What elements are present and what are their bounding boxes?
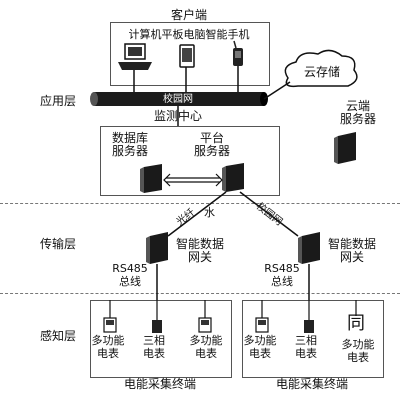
terminal-box-left <box>90 300 232 378</box>
platform-server-icon <box>222 163 244 192</box>
meter-icon <box>304 320 314 333</box>
link-campus <box>239 191 299 237</box>
gateway-icon-left <box>146 232 168 264</box>
bus-label-left: RS485 总线 <box>112 262 148 288</box>
fiber-link-tail-label: 水 <box>204 206 215 219</box>
gateway-label-left: 智能数据 网关 <box>175 237 224 264</box>
monitor-center-label: 监测中心 <box>153 109 202 123</box>
client-devices-label: 计算机平板电脑智能手机 <box>128 28 250 41</box>
double-arrow <box>163 173 223 187</box>
meter-label-left-b: 三相 电表 <box>143 334 165 360</box>
database-server-icon <box>140 164 162 193</box>
client-title: 客户端 <box>170 8 207 22</box>
cloud-server-label: 云端 服务器 <box>339 99 376 126</box>
database-server-label: 数据库 服务器 <box>111 131 148 158</box>
cloud-storage-label: 云存储 <box>303 65 340 79</box>
meter-icon <box>103 317 117 333</box>
layer-divider-2 <box>0 293 400 294</box>
bus-label-right: RS485 总线 <box>264 262 300 288</box>
cloud-server-icon <box>334 132 356 164</box>
layer-label-application: 应用层 <box>40 94 77 108</box>
cloud-shape <box>284 49 358 88</box>
layer-label-perception: 感知层 <box>40 329 77 343</box>
terminal-box-right <box>242 300 384 378</box>
gateway-label-right: 智能数据 网关 <box>327 237 376 264</box>
tablet-icon <box>179 44 195 68</box>
monitor-center-box <box>100 126 280 196</box>
meter-label-left-c: 多功能 电表 <box>189 334 223 360</box>
meter-label-right-c: 多功能 电表 <box>341 338 375 364</box>
meter-icon <box>255 317 269 333</box>
campus-network-label: 校园网 <box>163 94 193 105</box>
gateway-icon-right <box>298 232 320 264</box>
terminal-caption-left: 电能采集终端 <box>123 377 196 391</box>
meter-label-left-a: 多功能 电表 <box>91 334 125 360</box>
client-box <box>110 22 270 86</box>
phone-icon <box>233 40 243 66</box>
layer-divider-1 <box>0 203 400 204</box>
meter-label-right-a: 多功能 电表 <box>243 334 277 360</box>
pipe-cloud-link <box>263 81 291 100</box>
link-fiber <box>167 191 227 237</box>
meter-glyph-right: 同 <box>347 313 365 334</box>
layer-label-transport: 传输层 <box>40 237 77 251</box>
meter-label-right-b: 三相 电表 <box>295 334 317 360</box>
computer-icon <box>118 43 152 70</box>
meter-icon <box>152 320 162 333</box>
meter-icon <box>198 317 212 333</box>
terminal-caption-right: 电能采集终端 <box>275 377 348 391</box>
platform-server-label: 平台 服务器 <box>193 131 230 158</box>
